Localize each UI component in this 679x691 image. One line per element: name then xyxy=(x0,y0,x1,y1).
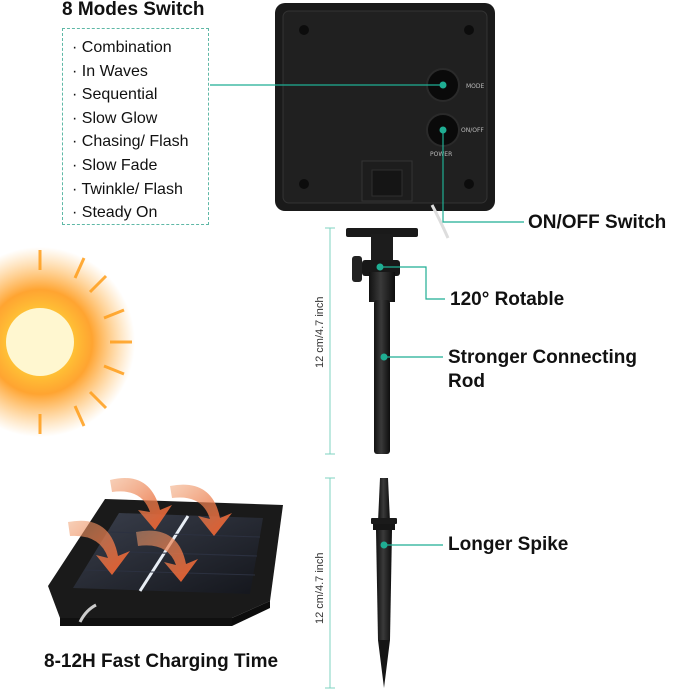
svg-text:ON/OFF: ON/OFF xyxy=(461,127,484,134)
modes-list: · Combination · In Waves · Sequential · … xyxy=(72,36,189,225)
charging-arrows xyxy=(68,478,232,582)
dimension-markers xyxy=(325,227,335,689)
onoff-callout-dot xyxy=(439,126,447,134)
rod-label-line1: Stronger Connecting xyxy=(448,347,637,368)
rod-callout-dot xyxy=(380,353,388,361)
mode-item: · In Waves xyxy=(72,62,148,80)
rotable-callout-dot xyxy=(376,263,384,271)
mode-item: · Chasing/ Flash xyxy=(72,133,189,151)
control-box xyxy=(275,3,495,239)
spike-callout-dot xyxy=(380,541,388,549)
svg-text:MODE: MODE xyxy=(466,83,485,90)
charging-time-label: 8-12H Fast Charging Time xyxy=(44,651,279,672)
onoff-switch-label: ON/OFF Switch xyxy=(528,212,667,233)
mode-item: · Steady On xyxy=(72,204,158,222)
sun-icon xyxy=(0,247,135,437)
mode-item: · Slow Glow xyxy=(72,109,158,127)
modes-box xyxy=(62,28,209,225)
rod-label-line2: Rod xyxy=(448,371,485,392)
mode-item: · Sequential xyxy=(72,86,158,104)
modes-title: 8 Modes Switch xyxy=(62,0,205,20)
rotable-label: 120° Rotable xyxy=(450,289,565,310)
callout-lines xyxy=(210,84,524,546)
svg-text:POWER: POWER xyxy=(430,151,452,158)
mode-item: · Slow Fade xyxy=(72,156,158,174)
rod-dimension-label: 12 cm/4.7 inch xyxy=(314,296,326,368)
mode-item: · Twinkle/ Flash xyxy=(72,180,183,198)
spike-dimension-label: 12 cm/4.7 inch xyxy=(314,552,326,624)
connecting-rod xyxy=(346,228,418,454)
mode-item: · Combination xyxy=(72,39,172,56)
ground-spike xyxy=(371,478,397,688)
mode-callout-dot xyxy=(439,81,447,89)
spike-label: Longer Spike xyxy=(448,534,569,555)
